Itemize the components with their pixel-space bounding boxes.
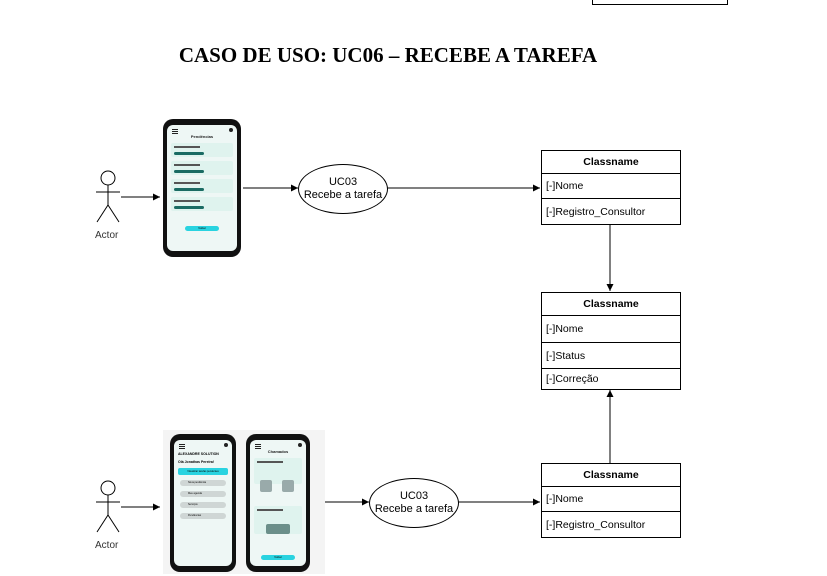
class-box-1: Classname [-]Nome [-]Registro_Consultor <box>541 150 681 225</box>
profile-icon <box>229 128 233 132</box>
hamburger-menu-icon <box>172 129 178 130</box>
menu-item: Nova pendência <box>180 480 226 486</box>
phone-screen: Pendências Voltar <box>167 125 237 251</box>
phone-mockup-chamados: Chamados Voltar <box>246 434 310 572</box>
class-name: Classname <box>542 464 680 487</box>
actor-figure-2 <box>96 480 120 533</box>
screen-title: Chamados <box>267 449 289 454</box>
class-attribute: [-]Registro_Consultor <box>546 205 646 218</box>
class-attribute: [-]Nome <box>542 487 680 512</box>
phone-mockup-home: ALEXANDRE SOLUTION Olá Jonathas Pereira!… <box>170 434 236 572</box>
class-attribute: [-]Correção <box>546 373 599 385</box>
menu-item: Meu agenda <box>180 491 226 497</box>
profile-icon <box>224 443 228 447</box>
actor-label-1: Actor <box>95 230 119 241</box>
use-case-label: Recebe a tarefa <box>303 189 383 201</box>
photo-thumbnail <box>266 524 290 534</box>
class-attribute: [-]Nome <box>542 174 680 199</box>
back-button: Voltar <box>261 555 295 560</box>
menu-item: Pendências <box>180 513 226 519</box>
class-name: Classname <box>542 151 680 174</box>
phone-screen: Chamados Voltar <box>250 440 306 566</box>
highlight-button: Visualizar tarefas pendentes <box>178 468 228 475</box>
use-case-label: Recebe a tarefa <box>374 503 454 515</box>
list-item <box>171 143 233 157</box>
photo-thumbnail <box>282 480 294 492</box>
use-case-2: UC03 Recebe a tarefa <box>369 478 459 528</box>
use-case-id: UC03 <box>399 490 429 502</box>
class-attribute: [-]Nome <box>542 316 680 343</box>
screen-title: Pendências <box>190 134 214 139</box>
list-item <box>171 161 233 175</box>
class-box-3: Classname [-]Nome [-]Registro_Consultor <box>541 463 681 538</box>
hamburger-menu-icon <box>255 444 261 445</box>
hamburger-menu-icon <box>179 444 185 445</box>
greeting-text: Olá Jonathas Pereira! <box>178 460 214 464</box>
menu-item: Serviços <box>180 502 226 508</box>
use-case-id: UC03 <box>328 176 358 188</box>
class-name: Classname <box>542 293 680 316</box>
page-header-box <box>592 0 728 5</box>
app-header: ALEXANDRE SOLUTION <box>178 452 219 456</box>
phone-mockup-pendencias: Pendências Voltar <box>163 119 241 257</box>
phone-screen: ALEXANDRE SOLUTION Olá Jonathas Pereira!… <box>174 440 232 566</box>
list-item <box>254 458 302 484</box>
class-attribute: [-]Registro_Consultor <box>546 518 646 531</box>
back-button: Voltar <box>185 226 219 231</box>
list-item <box>171 197 233 211</box>
page-title: CASO DE USO: UC06 – RECEBE A TAREFA <box>178 43 598 67</box>
use-case-1: UC03 Recebe a tarefa <box>298 164 388 214</box>
actor-label-2: Actor <box>95 540 119 551</box>
actor-figure-1 <box>96 170 120 223</box>
photo-thumbnail <box>260 480 272 492</box>
profile-icon <box>298 443 302 447</box>
class-box-2: Classname [-]Nome [-]Status [-]Correção <box>541 292 681 390</box>
class-attribute: [-]Status <box>542 343 680 369</box>
list-item <box>171 179 233 193</box>
